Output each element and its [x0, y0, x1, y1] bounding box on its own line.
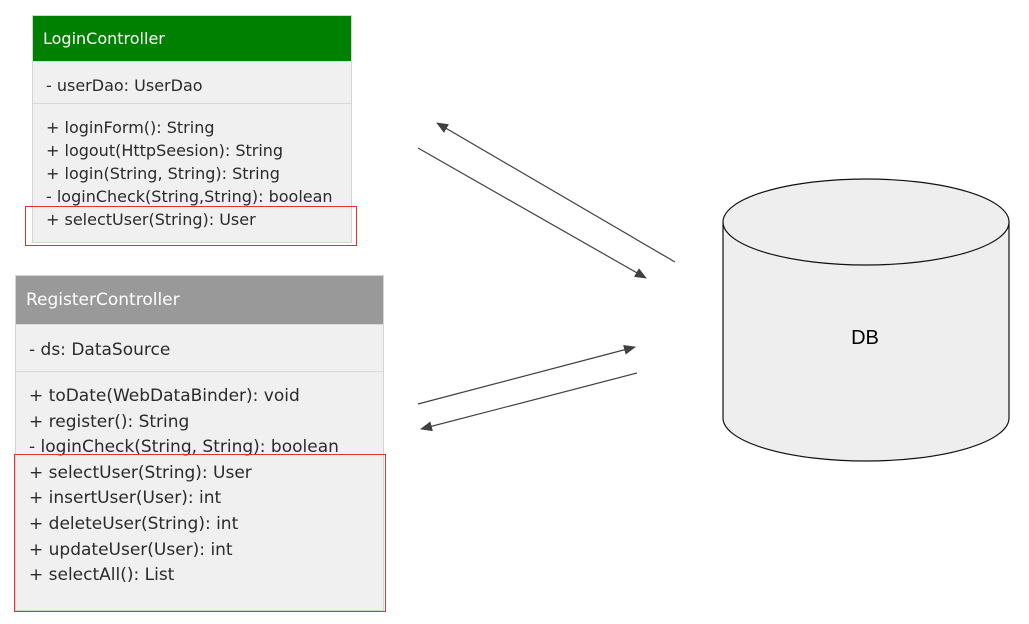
- register-highlight-box: [14, 454, 386, 612]
- register-controller-methods: + toDate(WebDataBinder): void + register…: [16, 371, 383, 589]
- arrow-db-to-login: [436, 122, 676, 263]
- method-line: + updateUser(User): int: [29, 539, 233, 560]
- method-line: + loginForm(): String: [46, 118, 215, 137]
- method-line: + toDate(WebDataBinder): void: [29, 386, 300, 406]
- register-controller-class[interactable]: RegisterController - ds: DataSource + to…: [15, 275, 384, 611]
- login-controller-header: LoginController: [33, 16, 351, 61]
- method-line: + login(String, String): String: [46, 164, 280, 183]
- method-line: + selectAll(): List: [29, 565, 175, 586]
- arrow-db-to-register: [420, 372, 638, 432]
- method-line: + register(): String: [29, 411, 190, 432]
- attribute-line: - ds: DataSource: [29, 340, 171, 360]
- register-controller-header: RegisterController: [16, 276, 383, 324]
- method-line: + logout(HttpSeesion): String: [46, 141, 284, 160]
- method-line: - loginCheck(String, String): boolean: [29, 437, 339, 458]
- login-controller-attributes: - userDao: UserDao: [33, 61, 351, 103]
- method-line: + insertUser(User): int: [29, 488, 222, 509]
- login-controller-methods: + loginForm(): String + logout(HttpSeesi…: [33, 103, 351, 231]
- database-cylinder: [722, 178, 1010, 462]
- database-body: [722, 222, 1010, 462]
- method-line: + deleteUser(String): int: [29, 513, 239, 534]
- login-highlight-box: [25, 206, 357, 246]
- method-line: + selectUser(String): User: [29, 462, 252, 483]
- method-line: + selectUser(String): User: [46, 210, 256, 229]
- database-top: [722, 178, 1010, 266]
- register-controller-attributes: - ds: DataSource: [16, 324, 383, 371]
- arrow-login-to-db: [417, 147, 647, 279]
- arrow-register-to-db: [417, 344, 636, 405]
- database-label: DB: [851, 327, 879, 349]
- login-controller-class[interactable]: LoginController - userDao: UserDao + log…: [32, 15, 352, 243]
- attribute-line: - userDao: UserDao: [46, 76, 203, 95]
- method-line: - loginCheck(String,String): boolean: [46, 187, 333, 206]
